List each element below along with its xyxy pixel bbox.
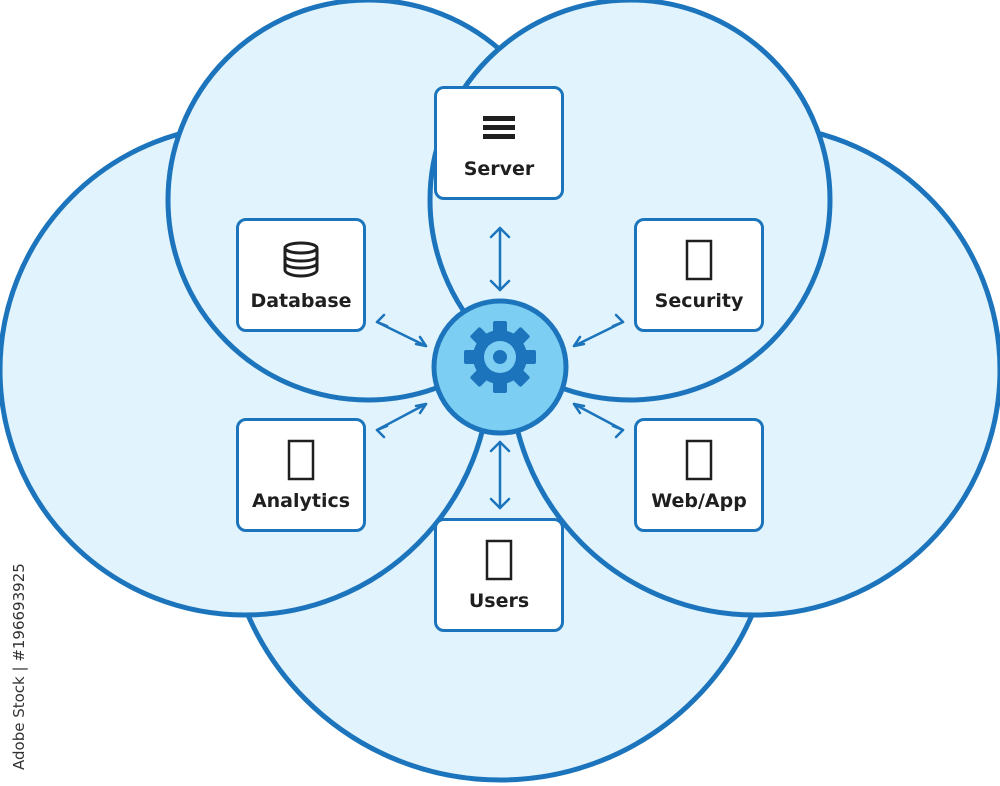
shield-icon	[685, 238, 713, 282]
node-database: Database	[236, 218, 366, 332]
arrow-webapp	[572, 402, 625, 439]
node-label: Server	[463, 158, 535, 180]
gear-icon	[464, 321, 536, 393]
browser-icon	[685, 438, 713, 482]
node-analytics: Analytics	[236, 418, 366, 532]
chart-icon	[287, 438, 315, 482]
server-rack-icon	[481, 106, 517, 150]
node-label: Database	[250, 290, 352, 312]
node-server: Server	[434, 86, 564, 200]
node-users: Users	[434, 518, 564, 632]
stock-watermark: Adobe Stock | #196693925	[10, 563, 28, 770]
connector-arrows	[375, 226, 625, 510]
node-label: Analytics	[251, 490, 351, 512]
database-icon	[281, 238, 321, 282]
arrow-server	[489, 226, 511, 292]
users-icon	[485, 538, 513, 582]
arrow-analytics	[375, 402, 428, 439]
hub	[431, 298, 569, 436]
node-label: Users	[468, 590, 530, 612]
node-security: Security	[634, 218, 764, 332]
arrow-database	[375, 313, 428, 348]
arrow-security	[572, 313, 625, 348]
node-label: Web/App	[651, 490, 747, 512]
arrow-users	[489, 440, 511, 510]
node-label: Security	[654, 290, 744, 312]
node-webapp: Web/App	[634, 418, 764, 532]
